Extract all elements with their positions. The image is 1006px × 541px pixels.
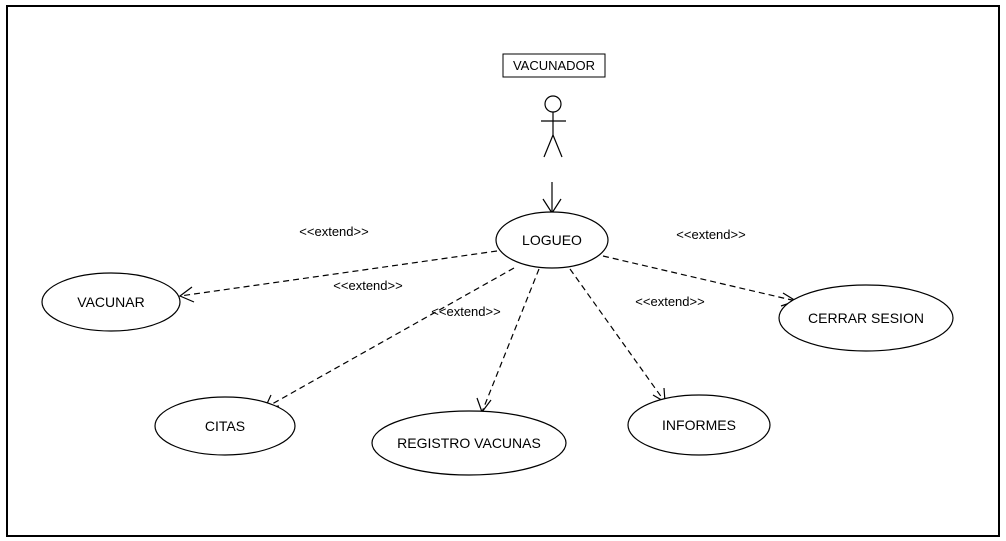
- diagram-frame: [6, 5, 1000, 537]
- use-case-logueo[interactable]: LOGUEO: [495, 211, 609, 269]
- svg-text:VACUNAR: VACUNAR: [77, 294, 144, 310]
- use-case-registro-vacunas[interactable]: REGISTRO VACUNAS: [371, 410, 567, 476]
- svg-text:REGISTRO VACUNAS: REGISTRO VACUNAS: [397, 435, 541, 451]
- use-case-citas[interactable]: CITAS: [154, 396, 296, 456]
- svg-text:CERRAR SESION: CERRAR SESION: [808, 310, 924, 326]
- extend-label-registro: <<extend>>: [431, 304, 500, 319]
- arrowhead-registro: [476, 397, 492, 414]
- svg-text:VACUNADOR: VACUNADOR: [513, 58, 595, 73]
- extend-arrow-informes: [569, 268, 666, 403]
- extend-label-cerrar: <<extend>>: [676, 227, 745, 242]
- actor-stick-figure[interactable]: [541, 95, 566, 158]
- svg-text:LOGUEO: LOGUEO: [522, 232, 582, 248]
- use-case-informes[interactable]: INFORMES: [627, 394, 771, 456]
- svg-text:CITAS: CITAS: [205, 418, 245, 434]
- extend-arrow-vacunar: [179, 250, 498, 297]
- actor-label[interactable]: VACUNADOR: [502, 53, 606, 78]
- extend-arrow-registro: [481, 268, 540, 413]
- association-arrow: [542, 182, 562, 215]
- extend-arrow-cerrar: [602, 255, 797, 302]
- svg-text:INFORMES: INFORMES: [662, 417, 736, 433]
- use-case-vacunar[interactable]: VACUNAR: [41, 272, 181, 332]
- extend-label-vacunar: <<extend>>: [299, 224, 368, 239]
- extend-label-citas: <<extend>>: [333, 278, 402, 293]
- arrowhead-vacunar: [178, 286, 195, 303]
- extend-label-informes: <<extend>>: [635, 294, 704, 309]
- extend-arrow-citas: [264, 267, 515, 409]
- use-case-cerrar-sesion[interactable]: CERRAR SESION: [778, 284, 954, 352]
